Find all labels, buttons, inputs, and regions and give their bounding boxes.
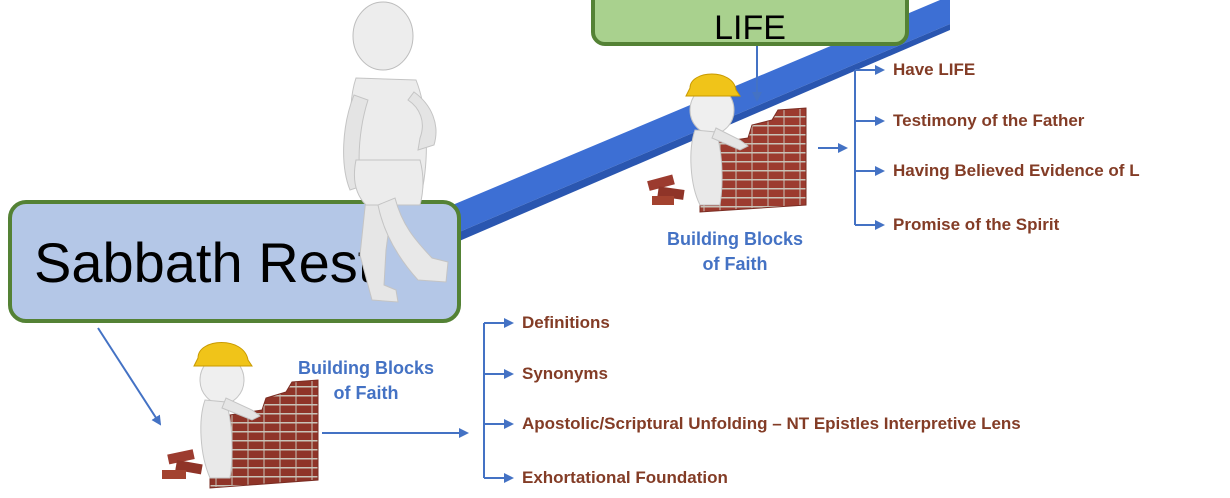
lower-item: Exhortational Foundation (522, 468, 728, 487)
lower-builder-illustration (162, 342, 319, 489)
upper-item: Having Believed Evidence of L (893, 161, 1140, 180)
upper-item: Testimony of the Father (893, 111, 1085, 130)
upper-building-blocks-caption: Building Blocks of Faith (645, 227, 825, 277)
sabbath-rest-label: Sabbath Rest (34, 231, 374, 294)
upper-item: Promise of the Spirit (893, 215, 1060, 234)
lower-connectors (97, 318, 514, 483)
upper-connectors (752, 40, 885, 230)
lower-item: Definitions (522, 313, 610, 332)
lower-building-blocks-caption: Building Blocks of Faith (276, 356, 456, 406)
life-box (591, 0, 909, 46)
upper-item: Have LIFE (893, 60, 976, 79)
upper-caption-line-1: Building Blocks (666, 229, 803, 249)
lower-caption-line-1: Building Blocks (297, 358, 434, 378)
upper-builder-illustration (647, 73, 807, 213)
lower-item: Synonyms (522, 364, 608, 383)
life-box-label: LIFE (714, 9, 786, 47)
upper-caption-line-2: of Faith (702, 254, 768, 274)
lower-caption-line-2: of Faith (333, 383, 399, 403)
lower-item: Apostolic/Scriptural Unfolding – NT Epis… (522, 414, 1021, 433)
